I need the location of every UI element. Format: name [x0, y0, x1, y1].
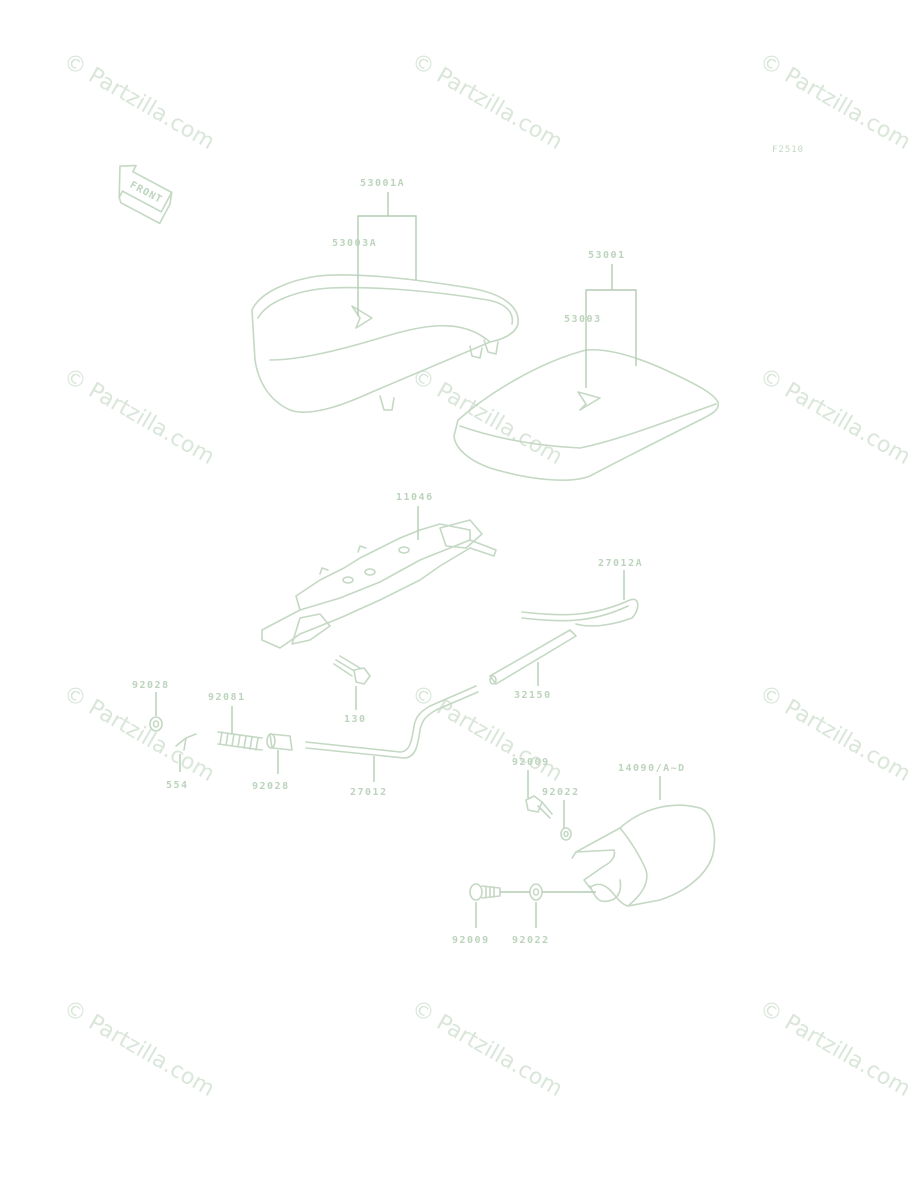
label-27012A: 27012A	[598, 558, 643, 569]
watermark: © Partzilla.com	[755, 364, 915, 471]
front-seat	[251, 274, 519, 413]
label-92009-upper: 92009	[512, 757, 550, 768]
label-92009-lower: 92009	[452, 935, 490, 946]
cover-14090	[571, 804, 716, 907]
label-130: 130	[344, 714, 367, 725]
label-92028-upper: 92028	[132, 680, 170, 691]
front-arrow-icon: FRONT	[118, 164, 173, 225]
label-554: 554	[166, 780, 189, 791]
cable-27012A	[521, 598, 639, 627]
label-53001: 53001	[588, 250, 626, 261]
washer-92022-upper	[560, 827, 572, 841]
collar-92028-upper	[149, 716, 163, 732]
label-53003A: 53003A	[332, 238, 377, 249]
watermark: © Partzilla.com	[407, 996, 567, 1103]
collar-92028-lower	[266, 733, 293, 751]
bolt-130	[333, 655, 371, 685]
label-11046: 11046	[396, 492, 434, 503]
watermark: © Partzilla.com	[59, 364, 219, 471]
watermark: © Partzilla.com	[755, 49, 915, 156]
pin-554	[175, 733, 197, 751]
label-92022-upper: 92022	[542, 787, 580, 798]
label-92022-lower: 92022	[512, 935, 550, 946]
part-labels: 53001A 53003A 53001 53003 11046 27012A 3…	[132, 178, 686, 946]
watermark: © Partzilla.com	[407, 364, 567, 471]
label-92081: 92081	[208, 692, 246, 703]
label-14090: 14090/A~D	[618, 763, 686, 774]
figure-code: F2510	[772, 145, 804, 155]
tube-32150	[489, 629, 577, 685]
watermark: © Partzilla.com	[59, 49, 219, 156]
watermark: © Partzilla.com	[755, 681, 915, 788]
spring-92081	[217, 731, 263, 751]
washer-92022-lower	[529, 883, 543, 901]
bolt-92009-upper	[525, 795, 553, 819]
watermark: © Partzilla.com	[755, 996, 915, 1103]
label-53001A: 53001A	[360, 178, 405, 189]
leader-lines	[155, 192, 661, 928]
bolt-92009-lower	[469, 883, 501, 901]
watermark: © Partzilla.com	[407, 49, 567, 156]
cable-27012	[305, 685, 479, 759]
label-92028-lower: 92028	[252, 781, 290, 792]
label-53003: 53003	[564, 314, 602, 325]
bracket-11046	[261, 519, 497, 649]
label-32150: 32150	[514, 690, 552, 701]
watermark: © Partzilla.com	[59, 996, 219, 1103]
label-27012: 27012	[350, 787, 388, 798]
